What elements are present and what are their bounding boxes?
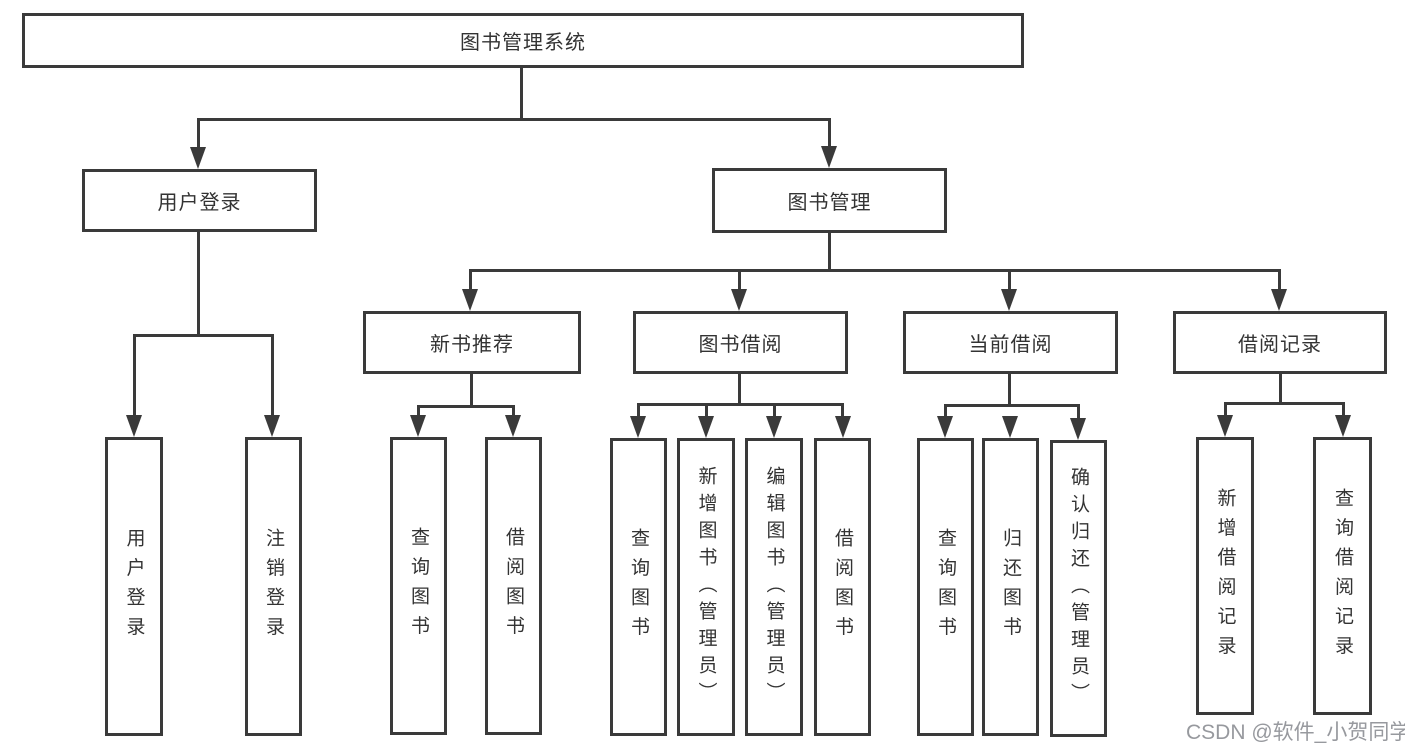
arrow-down-icon: [126, 415, 142, 437]
node-label: 查询借阅记录: [1332, 487, 1353, 665]
leaf-add-books-admin: 新增图书（管理员）: [677, 438, 735, 736]
connector-line: [1279, 374, 1282, 404]
connector-line: [469, 269, 472, 291]
connector-line: [469, 269, 1281, 272]
arrow-down-icon: [190, 147, 206, 169]
connector-line: [512, 405, 515, 418]
leaf-confirm-return-admin: 确认归还（管理员）: [1050, 440, 1107, 737]
node-user-login: 用户登录: [82, 169, 317, 232]
connector-line: [197, 232, 200, 336]
node-label: 借阅记录: [1238, 334, 1322, 356]
connector-line: [133, 334, 136, 417]
node-library-system-root: 图书管理系统: [22, 13, 1024, 68]
connector-line: [828, 118, 831, 149]
node-label: 查询图书: [628, 528, 649, 646]
connector-line: [705, 403, 708, 417]
connector-line: [1008, 374, 1011, 406]
arrow-down-icon: [766, 416, 782, 438]
connector-line: [637, 403, 844, 406]
node-label: 归还图书: [1000, 528, 1021, 646]
leaf-add-borrow-record: 新增借阅记录: [1196, 437, 1254, 715]
arrow-down-icon: [410, 415, 426, 437]
connector-line: [773, 403, 776, 417]
node-label: 编辑图书（管理员）: [763, 465, 785, 709]
leaf-borrow-books: 借阅图书: [485, 437, 542, 735]
arrow-down-icon: [698, 416, 714, 438]
connector-line: [417, 405, 420, 418]
connector-line: [1077, 404, 1080, 418]
node-borrowing-records: 借阅记录: [1173, 311, 1387, 374]
arrow-down-icon: [835, 416, 851, 438]
arrow-down-icon: [1070, 418, 1086, 440]
leaf-logout: 注销登录: [245, 437, 302, 736]
connector-line: [470, 374, 473, 407]
leaf-query-books-3: 查询图书: [917, 438, 974, 736]
node-label: 图书管理系统: [460, 32, 586, 54]
node-label: 图书借阅: [698, 334, 783, 356]
arrow-down-icon: [630, 416, 646, 438]
leaf-return-books: 归还图书: [982, 438, 1039, 736]
connector-line: [944, 404, 947, 417]
node-label: 当前借阅: [968, 334, 1053, 356]
leaf-query-books: 查询图书: [390, 437, 447, 735]
node-label: 新增图书（管理员）: [695, 465, 717, 709]
node-new-book-recommend: 新书推荐: [363, 311, 581, 374]
arrow-down-icon: [1002, 416, 1018, 438]
leaf-user-login: 用户登录: [105, 437, 163, 736]
leaf-query-books-2: 查询图书: [610, 438, 667, 736]
connector-line: [637, 403, 640, 417]
arrow-down-icon: [821, 146, 837, 168]
node-label: 用户登录: [123, 527, 145, 646]
node-book-borrowing: 图书借阅: [633, 311, 848, 374]
node-label: 确认归还（管理员）: [1068, 467, 1089, 710]
node-label: 新增借阅记录: [1214, 487, 1236, 665]
connector-line: [1224, 402, 1227, 416]
arrow-down-icon: [1217, 415, 1233, 437]
connector-line: [197, 118, 200, 149]
connector-line: [738, 374, 741, 405]
leaf-edit-books-admin: 编辑图书（管理员）: [745, 438, 803, 736]
node-label: 用户登录: [157, 192, 242, 214]
arrow-down-icon: [1001, 289, 1017, 311]
arrow-down-icon: [1271, 289, 1287, 311]
connector-line: [1224, 402, 1345, 405]
node-label: 查询图书: [935, 528, 956, 646]
connector-line: [417, 405, 515, 408]
node-label: 注销登录: [263, 527, 284, 646]
node-label: 借阅图书: [832, 528, 853, 646]
arrow-down-icon: [1335, 415, 1351, 437]
connector-line: [1278, 269, 1281, 291]
node-current-borrowing: 当前借阅: [903, 311, 1118, 374]
connector-line: [738, 269, 741, 291]
leaf-query-borrow-record: 查询借阅记录: [1313, 437, 1372, 715]
arrow-down-icon: [731, 289, 747, 311]
node-label: 借阅图书: [503, 527, 524, 645]
arrow-down-icon: [937, 416, 953, 438]
connector-line: [1008, 269, 1011, 291]
connector-line: [828, 233, 831, 271]
arrow-down-icon: [505, 415, 521, 437]
node-label: 新书推荐: [430, 334, 514, 356]
node-book-management: 图书管理: [712, 168, 947, 233]
connector-line: [944, 404, 1080, 407]
arrow-down-icon: [264, 415, 280, 437]
node-label: 查询图书: [408, 527, 429, 645]
connector-line: [197, 118, 831, 121]
connector-line: [133, 334, 274, 337]
connector-line: [841, 403, 844, 417]
node-label: 图书管理: [787, 192, 872, 214]
arrow-down-icon: [462, 289, 478, 311]
connector-line: [520, 68, 523, 120]
connector-line: [1342, 402, 1345, 416]
leaf-borrow-books-2: 借阅图书: [814, 438, 871, 736]
watermark: CSDN @软件_小贺同学: [1186, 721, 1405, 744]
connector-line: [271, 334, 274, 417]
